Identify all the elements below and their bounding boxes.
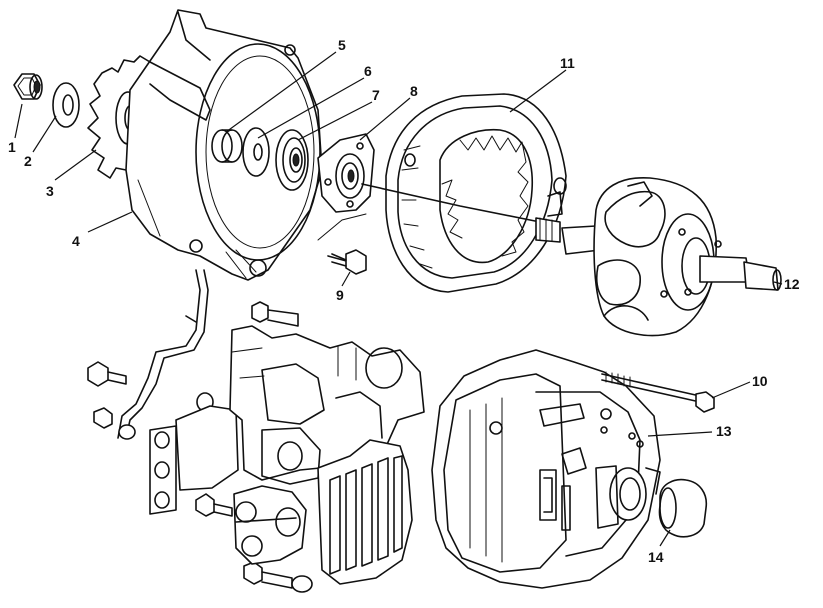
part-stator: [385, 93, 567, 293]
callout-5: 5: [338, 37, 346, 53]
leader-lines: [14, 51, 783, 547]
callout-1: 1: [8, 139, 16, 155]
part-thrust-washer: [242, 127, 270, 177]
callout-9: 9: [336, 287, 344, 303]
callout-13: 13: [716, 423, 732, 439]
part-screws-left: [87, 301, 313, 593]
callout-3: 3: [46, 183, 54, 199]
callout-8: 8: [410, 83, 418, 99]
part-spacer: [211, 129, 243, 163]
part-washer: [52, 82, 80, 128]
part-nut: [13, 73, 43, 100]
callout-labels: 1 2 3 4 5 6 7 8 9 10 11 12 13 14: [8, 37, 800, 565]
part-front-bearing: [275, 129, 309, 191]
part-rear-housing: [431, 349, 661, 589]
callout-12: 12: [784, 276, 800, 292]
callout-4: 4: [72, 233, 80, 249]
callout-7: 7: [372, 87, 380, 103]
callout-11: 11: [560, 55, 575, 71]
part-rotor: [361, 177, 782, 337]
callout-6: 6: [364, 63, 372, 79]
callout-10: 10: [752, 373, 768, 389]
part-regulator-rectifier: [149, 325, 425, 585]
part-retainer-plate: [317, 133, 375, 241]
part-plate-screw: [327, 249, 367, 275]
part-through-bolt: [601, 371, 715, 413]
callout-2: 2: [24, 153, 32, 169]
part-bracket-link: [117, 269, 209, 439]
part-bearing-cap: [658, 478, 708, 538]
callout-14: 14: [648, 549, 664, 565]
